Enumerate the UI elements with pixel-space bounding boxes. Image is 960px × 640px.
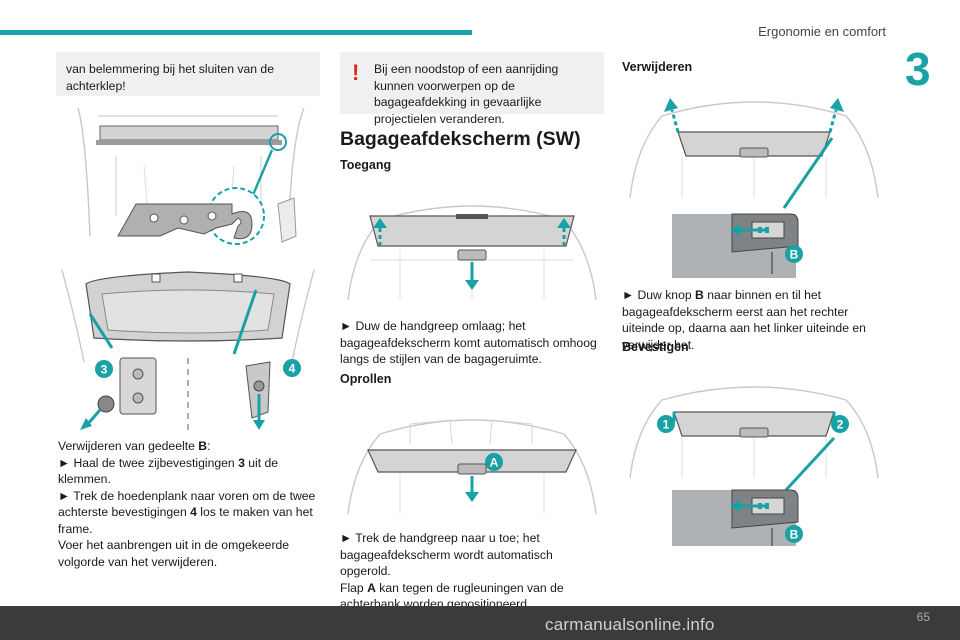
- fix-heading: Bevestigen: [622, 340, 689, 354]
- remove-text-end: naar binnen en til het bagageafdekscherm…: [622, 288, 866, 352]
- note-text: van belemmering bij het sluiten van de a…: [66, 62, 274, 93]
- page-number: 65: [916, 610, 930, 624]
- removal-instructions: Verwijderen van gedeelte B: ► Haal de tw…: [58, 438, 324, 570]
- rollup-illustration: A: [340, 404, 604, 524]
- roll-instructions: ► Trek de handgreep naar u toe; het baga…: [340, 530, 604, 613]
- removal-ref-b: B: [198, 439, 208, 453]
- remove-illustration: B: [622, 86, 886, 280]
- badge-4: 4: [289, 362, 296, 376]
- remove-ref-B: B: [695, 288, 704, 302]
- header-accent-bar: [0, 30, 472, 35]
- remove-text-start: ► Duw knop: [622, 288, 696, 302]
- removal-ref-3: 3: [238, 455, 245, 470]
- roll-step: ► Trek de handgreep naar u toe; het baga…: [340, 531, 553, 578]
- badge-B: B: [790, 248, 799, 262]
- remove-text: ► Duw knop B naar binnen en til het baga…: [622, 287, 886, 353]
- access-text: ► Duw de handgreep omlaag; het bagageafd…: [340, 319, 597, 366]
- roll-heading: Oprollen: [340, 372, 392, 386]
- shelf-fastenings-illustration: 3 4: [56, 262, 320, 438]
- section-heading: Bagageafdekscherm (SW): [340, 128, 581, 150]
- watermark: carmanualsonline.info: [545, 615, 715, 634]
- removal-step-1: ► Haal de twee zijbevestigingen: [58, 455, 239, 470]
- note-box: van belemmering bij het sluiten van de a…: [56, 52, 320, 102]
- access-heading: Toegang: [340, 158, 392, 172]
- remove-heading: Verwijderen: [622, 60, 693, 74]
- trunk-hook-illustration: [56, 96, 320, 248]
- warning-text: Bij een noodstop of een aanrijding kunne…: [374, 62, 559, 126]
- badge-2: 2: [837, 418, 844, 432]
- removal-step-2: ► Trek de hoedenplank naar voren om de t…: [58, 488, 316, 520]
- badge-B-fix: B: [790, 528, 799, 542]
- fix-illustration: 1 2 B: [622, 378, 886, 548]
- removal-intro: Verwijderen van gedeelte: [58, 439, 199, 453]
- access-illustration: [340, 190, 604, 310]
- flap-ref-A: A: [367, 580, 376, 595]
- badge-1: 1: [663, 418, 670, 432]
- removal-reverse-note: Voer het aanbrengen uit in de omgekeerde…: [58, 538, 290, 569]
- footer-bar: [0, 606, 960, 640]
- removal-colon: :: [207, 439, 211, 453]
- warning-icon: !: [352, 60, 360, 85]
- removal-step-1-end: uit de klemmen.: [58, 455, 279, 487]
- removal-step-2-end: los te maken van het frame.: [58, 505, 313, 536]
- badge-3: 3: [101, 363, 108, 377]
- section-title: Ergonomie en comfort: [758, 24, 886, 39]
- flap-note-start: Flap: [340, 580, 368, 595]
- removal-ref-4: 4: [190, 505, 197, 519]
- warning-box: ! Bij een noodstop of een aanrijding kun…: [340, 52, 604, 126]
- chapter-number: 3: [905, 43, 931, 95]
- badge-A: A: [490, 456, 499, 470]
